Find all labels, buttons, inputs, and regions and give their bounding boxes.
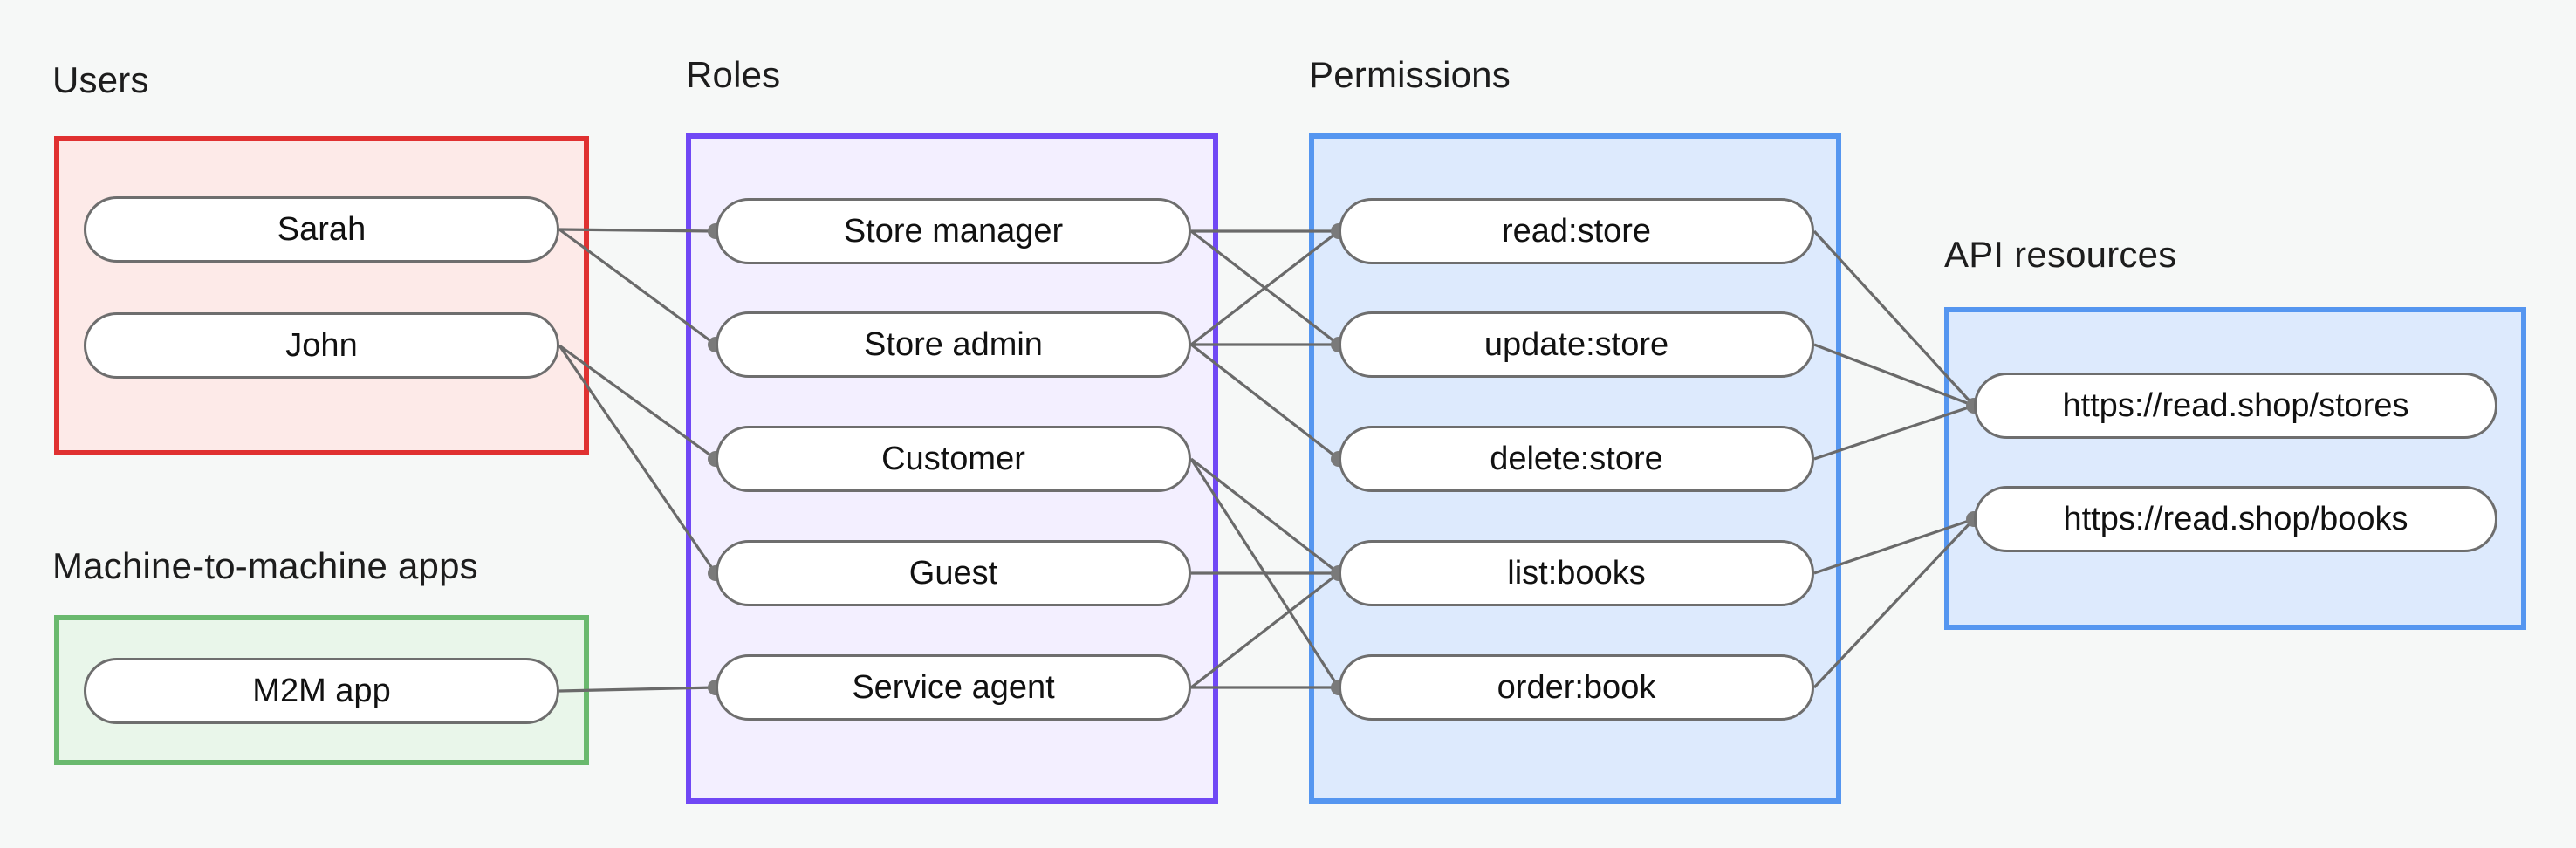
edge-delete_store-to-res_stores bbox=[1813, 404, 1975, 461]
group-label-users: Users bbox=[52, 59, 149, 100]
node-m2mapp[interactable]: M2M app bbox=[84, 658, 559, 724]
edge-customer-to-list_books bbox=[1190, 457, 1339, 575]
node-label: Customer bbox=[881, 440, 1025, 477]
node-label: https://read.shop/stores bbox=[2062, 386, 2409, 424]
node-store_admin[interactable]: Store admin bbox=[716, 311, 1191, 378]
edge-service_agent-to-list_books bbox=[1190, 571, 1339, 689]
node-guest[interactable]: Guest bbox=[716, 540, 1191, 606]
edge-m2mapp-to-service_agent bbox=[558, 686, 716, 693]
node-delete_store[interactable]: delete:store bbox=[1339, 426, 1814, 492]
edge-list_books-to-res_books bbox=[1813, 517, 1975, 575]
group-box-resources bbox=[1944, 307, 2526, 630]
node-label: John bbox=[285, 326, 358, 364]
node-res_books[interactable]: https://read.shop/books bbox=[1974, 486, 2497, 552]
group-label-roles: Roles bbox=[686, 54, 781, 95]
edge-order_book-to-res_books bbox=[1812, 517, 1976, 689]
edge-store_admin-to-delete_store bbox=[1190, 343, 1339, 461]
node-label: Store manager bbox=[843, 212, 1064, 250]
edge-update_store-to-res_stores bbox=[1813, 343, 1975, 407]
node-sarah[interactable]: Sarah bbox=[84, 196, 559, 263]
node-list_books[interactable]: list:books bbox=[1339, 540, 1814, 606]
node-service_agent[interactable]: Service agent bbox=[716, 654, 1191, 721]
edge-read_store-to-res_stores bbox=[1812, 229, 1976, 407]
edge-sarah-to-store_manager bbox=[558, 228, 716, 233]
group-label-m2m: Machine-to-machine apps bbox=[52, 545, 478, 586]
node-label: Service agent bbox=[852, 668, 1055, 706]
node-store_manager[interactable]: Store manager bbox=[716, 198, 1191, 264]
node-john[interactable]: John bbox=[84, 312, 559, 379]
edge-sarah-to-store_admin bbox=[558, 228, 716, 346]
group-label-permissions: Permissions bbox=[1309, 54, 1511, 95]
edge-store_admin-to-read_store bbox=[1190, 229, 1339, 346]
node-read_store[interactable]: read:store bbox=[1339, 198, 1814, 264]
node-customer[interactable]: Customer bbox=[716, 426, 1191, 492]
node-label: list:books bbox=[1507, 554, 1646, 592]
node-order_book[interactable]: order:book bbox=[1339, 654, 1814, 721]
edge-john-to-customer bbox=[558, 344, 716, 461]
node-label: M2M app bbox=[252, 672, 391, 709]
node-label: https://read.shop/books bbox=[2063, 500, 2408, 537]
node-label: Store admin bbox=[864, 325, 1043, 363]
group-label-resources: API resources bbox=[1944, 234, 2177, 275]
node-label: Guest bbox=[908, 554, 998, 592]
edge-john-to-guest bbox=[558, 345, 717, 574]
node-label: Sarah bbox=[277, 210, 367, 248]
node-label: delete:store bbox=[1490, 440, 1663, 477]
group-box-users bbox=[54, 136, 589, 455]
node-update_store[interactable]: update:store bbox=[1339, 311, 1814, 378]
node-res_stores[interactable]: https://read.shop/stores bbox=[1974, 373, 2497, 439]
node-label: read:store bbox=[1501, 212, 1652, 250]
node-label: order:book bbox=[1497, 668, 1656, 706]
node-label: update:store bbox=[1483, 325, 1669, 363]
